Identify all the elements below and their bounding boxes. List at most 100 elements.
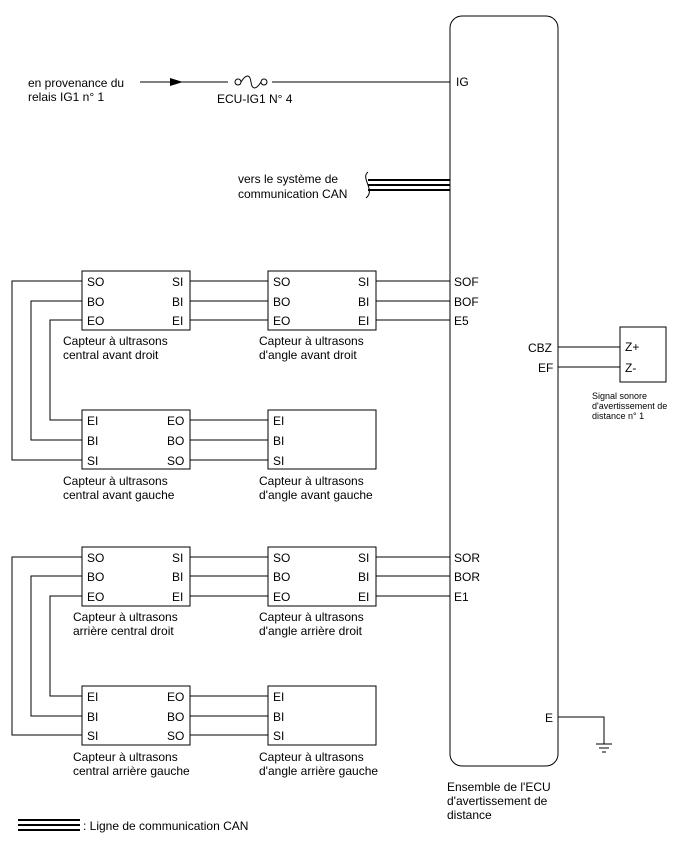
svg-text:BI: BI	[273, 434, 284, 448]
terminal-cbz: CBZ	[528, 341, 552, 355]
terminal-sor: SOR	[454, 551, 480, 565]
terminal-bor: BOR	[454, 570, 480, 584]
svg-text:SI: SI	[172, 551, 183, 565]
svg-text:SI: SI	[87, 729, 98, 743]
terminal-bof: BOF	[454, 295, 479, 309]
svg-text:BO: BO	[273, 295, 290, 309]
svg-text:Capteur à ultrasons: Capteur à ultrasons	[73, 750, 178, 764]
svg-text:SO: SO	[273, 551, 290, 565]
svg-text:en provenance du: en provenance du	[28, 76, 124, 90]
buzzer-pin-zplus: Z+	[625, 340, 639, 354]
svg-text:EO: EO	[87, 314, 104, 328]
svg-text:Capteur à ultrasons: Capteur à ultrasons	[259, 334, 364, 348]
svg-text:BI: BI	[87, 434, 98, 448]
can-break-icon	[365, 171, 370, 199]
terminal-ig: IG	[456, 75, 469, 89]
fuse-icon	[228, 75, 272, 89]
svg-text:SI: SI	[273, 454, 284, 468]
svg-text:d'avertissement de: d'avertissement de	[447, 794, 548, 808]
rear-wires	[11, 556, 450, 736]
svg-text:Capteur à ultrasons: Capteur à ultrasons	[63, 474, 168, 488]
svg-text:EI: EI	[358, 314, 369, 328]
ecu-caption: Ensemble de l'ECU d'avertissement de dis…	[447, 780, 551, 822]
svg-text:Capteur à ultrasons: Capteur à ultrasons	[259, 610, 364, 624]
svg-text:BI: BI	[273, 710, 284, 724]
svg-text:EI: EI	[358, 590, 369, 604]
svg-text:BI: BI	[87, 710, 98, 724]
svg-text:SO: SO	[273, 275, 290, 289]
svg-text:Signal sonore: Signal sonore	[592, 391, 647, 401]
svg-text:BO: BO	[87, 570, 104, 584]
sensor-front-corner-left: EI BI SI Capteur à ultrasons d'angle ava…	[259, 409, 377, 502]
front-wires	[11, 280, 450, 461]
svg-text:EI: EI	[273, 414, 284, 428]
legend-label: : Ligne de communication CAN	[83, 819, 248, 833]
svg-text:SI: SI	[273, 729, 284, 743]
svg-text:BO: BO	[167, 434, 184, 448]
source-label: en provenance du relais IG1 n° 1	[28, 76, 124, 104]
buzzer-caption: Signal sonore d'avertissement de distanc…	[592, 391, 667, 421]
svg-text:SI: SI	[358, 551, 369, 565]
svg-text:EO: EO	[167, 414, 184, 428]
svg-text:d'avertissement de: d'avertissement de	[592, 401, 667, 411]
legend-can-symbol	[18, 819, 80, 831]
flow-arrow-icon	[170, 78, 183, 86]
svg-text:BI: BI	[172, 295, 183, 309]
svg-text:central arrière gauche: central arrière gauche	[73, 764, 190, 778]
svg-text:SI: SI	[87, 454, 98, 468]
svg-text:BO: BO	[87, 295, 104, 309]
terminal-e: E	[545, 711, 553, 725]
svg-text:EI: EI	[172, 590, 183, 604]
terminal-e5: E5	[454, 314, 469, 328]
svg-text:SO: SO	[167, 454, 184, 468]
svg-text:SO: SO	[87, 551, 104, 565]
svg-text:vers le système de: vers le système de	[238, 172, 338, 186]
can-bus-line	[368, 179, 450, 191]
svg-text:distance: distance	[447, 808, 492, 822]
svg-text:central avant droit: central avant droit	[63, 348, 159, 362]
svg-text:EO: EO	[167, 690, 184, 704]
svg-text:SI: SI	[358, 275, 369, 289]
ground-wire	[558, 716, 605, 744]
svg-text:SO: SO	[87, 275, 104, 289]
sensor-front-center-right: SO BO EO SI BI EI Capteur à ultrasons ce…	[63, 270, 191, 362]
svg-text:EI: EI	[87, 414, 98, 428]
svg-text:BI: BI	[172, 570, 183, 584]
fuse-label: ECU-IG1 N° 4	[217, 92, 293, 106]
svg-text:EO: EO	[273, 314, 290, 328]
svg-text:SO: SO	[167, 729, 184, 743]
svg-text:Ensemble de l'ECU: Ensemble de l'ECU	[447, 780, 551, 794]
svg-text:EI: EI	[273, 690, 284, 704]
sensor-rear-center-right: SO BO EO SI BI EI Capteur à ultrasons ar…	[73, 546, 191, 638]
svg-text:BO: BO	[167, 710, 184, 724]
svg-text:central avant gauche: central avant gauche	[63, 488, 175, 502]
svg-text:EO: EO	[87, 590, 104, 604]
ground-icon	[596, 743, 612, 753]
sensor-rear-corner-left: EI BI SI Capteur à ultrasons d'angle arr…	[259, 685, 378, 778]
svg-text:communication CAN: communication CAN	[238, 187, 347, 201]
svg-text:d'angle avant droit: d'angle avant droit	[259, 348, 357, 362]
buzzer-pin-zminus: Z-	[625, 361, 636, 375]
buzzer-block	[619, 326, 667, 383]
svg-text:BI: BI	[358, 295, 369, 309]
svg-text:BO: BO	[273, 570, 290, 584]
svg-text:Capteur à ultrasons: Capteur à ultrasons	[259, 474, 364, 488]
ecu-block	[449, 15, 559, 767]
svg-text:BI: BI	[358, 570, 369, 584]
can-label: vers le système de communication CAN	[238, 172, 347, 201]
sensor-front-corner-right: SO BO EO SI BI EI Capteur à ultrasons d'…	[259, 270, 377, 362]
sensor-front-center-left: EI BI SI EO BO SO Capteur à ultrasons ce…	[63, 409, 191, 502]
svg-text:EI: EI	[172, 314, 183, 328]
svg-text:EO: EO	[273, 590, 290, 604]
sensor-rear-center-left: EI BI SI EO BO SO Capteur à ultrasons ce…	[73, 685, 191, 778]
svg-text:Capteur à ultrasons: Capteur à ultrasons	[73, 610, 178, 624]
svg-text:d'angle arrière gauche: d'angle arrière gauche	[259, 764, 378, 778]
sensor-rear-corner-right: SO BO EO SI BI EI Capteur à ultrasons d'…	[259, 546, 377, 638]
svg-text:d'angle arrière droit: d'angle arrière droit	[259, 624, 363, 638]
svg-text:SI: SI	[172, 275, 183, 289]
svg-text:relais IG1 n° 1: relais IG1 n° 1	[28, 90, 104, 104]
svg-text:EI: EI	[87, 690, 98, 704]
svg-text:distance n° 1: distance n° 1	[592, 411, 644, 421]
svg-text:Capteur à ultrasons: Capteur à ultrasons	[63, 334, 168, 348]
terminal-sof: SOF	[454, 275, 479, 289]
